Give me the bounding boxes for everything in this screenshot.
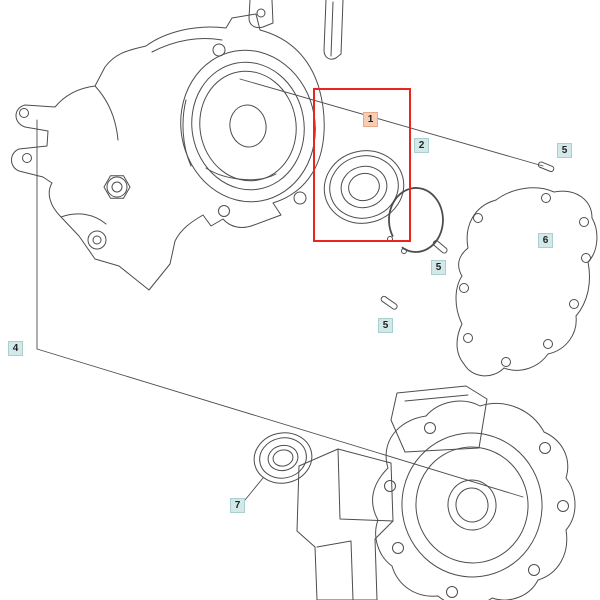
dowel-pin-bottom-drawing [380,295,398,310]
part-label-5-top[interactable]: 5 [557,143,572,158]
gasket-drawing [455,187,598,377]
part-label-4[interactable]: 4 [8,341,23,356]
part-label-7[interactable]: 7 [230,498,245,513]
assembly-callout-line [36,119,524,498]
dowel-pin-top-drawing [537,161,555,173]
circlip-drawing [387,187,444,254]
part-label-5-bottom[interactable]: 5 [378,318,393,333]
oil-seal-drawing [244,432,313,501]
part-label-6[interactable]: 6 [538,233,553,248]
lower-crankcase-drawing [296,385,576,600]
bearing-drawing [323,150,405,224]
upper-crankcase-drawing [11,13,325,291]
dowel-pin-middle-drawing [432,240,448,254]
part-label-1[interactable]: 1 [363,112,378,127]
crankshaft-axis-line [239,78,544,167]
top-stud-drawing [323,0,344,60]
part-label-5-middle[interactable]: 5 [431,260,446,275]
part-label-2[interactable]: 2 [414,138,429,153]
top-bracket-drawing [248,0,274,29]
